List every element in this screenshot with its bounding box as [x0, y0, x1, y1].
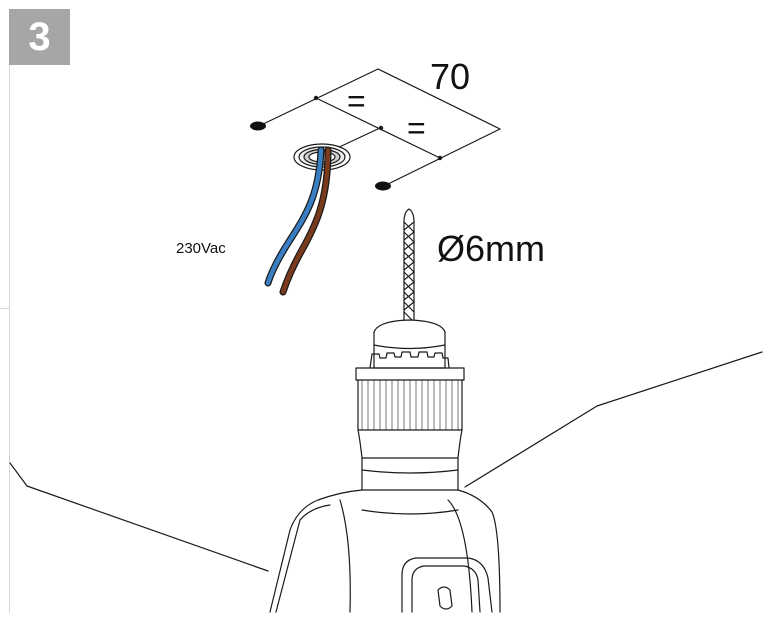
dimension-guide [258, 68, 501, 187]
spacing-dimension-label: 70 [430, 56, 471, 97]
drill-bit-size-label: Ø6mm [437, 228, 545, 269]
drill-hole-right [375, 181, 391, 191]
equal-spacing-mark-2: = [407, 110, 426, 146]
supply-voltage-label: 230Vac [176, 240, 226, 257]
drill-hole-left [250, 121, 266, 131]
step-number-badge: 3 [9, 9, 70, 65]
left-margin-tick [0, 308, 9, 309]
drill-bit [403, 208, 415, 323]
equal-spacing-mark-1: = [347, 83, 366, 119]
supply-wires [264, 146, 332, 296]
power-drill [269, 319, 501, 613]
ceiling-outline [9, 351, 763, 572]
left-margin-rule [9, 65, 10, 613]
